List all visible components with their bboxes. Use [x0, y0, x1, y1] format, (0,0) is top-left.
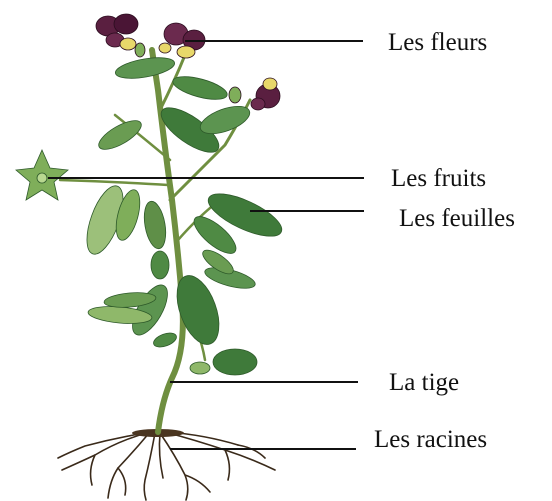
label-fruits: Les fruits: [391, 166, 486, 191]
roots-drawing: [58, 432, 275, 500]
label-roots: Les racines: [374, 427, 487, 452]
leaves-leader-line: [250, 210, 364, 212]
roots-leader-line: [170, 448, 356, 450]
flowers-leader-line: [185, 40, 363, 42]
flowers-drawing: [96, 14, 280, 110]
label-leaves: Les feuilles: [399, 206, 515, 231]
label-stem: La tige: [389, 370, 459, 395]
stem-leader-line: [170, 381, 358, 383]
fruit-drawing: [16, 150, 68, 200]
label-flowers: Les fleurs: [388, 30, 487, 55]
fruits-leader-line: [48, 177, 364, 179]
